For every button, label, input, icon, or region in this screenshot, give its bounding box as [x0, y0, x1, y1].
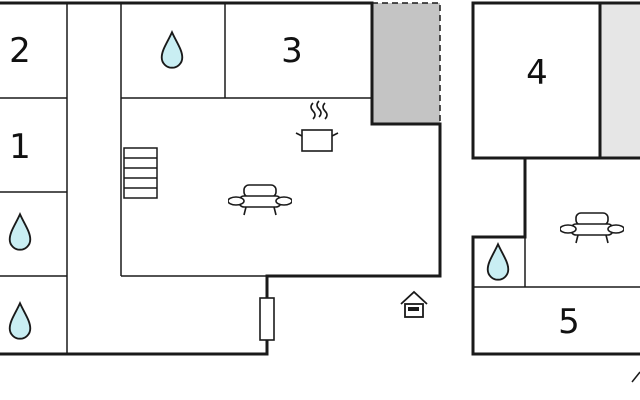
room-number-3: 3 [281, 31, 303, 71]
kitchen-pot-icon [295, 100, 339, 152]
terrace-dashed-edge [372, 2, 441, 124]
sofa-icon [560, 212, 624, 244]
room-number-1: 1 [9, 127, 31, 167]
right-building-interior-walls [473, 237, 640, 288]
room-number-4: 4 [526, 53, 548, 93]
door-icon[interactable] [259, 297, 275, 341]
entrance-house-icon [400, 290, 428, 318]
stairs-icon [123, 147, 158, 199]
sofa-icon [228, 184, 292, 216]
left-building-interior-walls [0, 3, 372, 354]
room-number-2: 2 [9, 31, 31, 71]
bathroom-drop-icon [486, 243, 510, 281]
terrace-area-right [600, 3, 640, 158]
right-building-walls [471, 1, 640, 356]
left-building-walls [0, 1, 442, 356]
terrace-area-left [372, 3, 440, 124]
room-number-5: 5 [558, 302, 580, 342]
bathroom-drop-icon [160, 31, 184, 69]
bathroom-drop-icon [8, 302, 32, 340]
bathroom-drop-icon [8, 213, 32, 251]
north-arrow-icon [631, 371, 640, 383]
